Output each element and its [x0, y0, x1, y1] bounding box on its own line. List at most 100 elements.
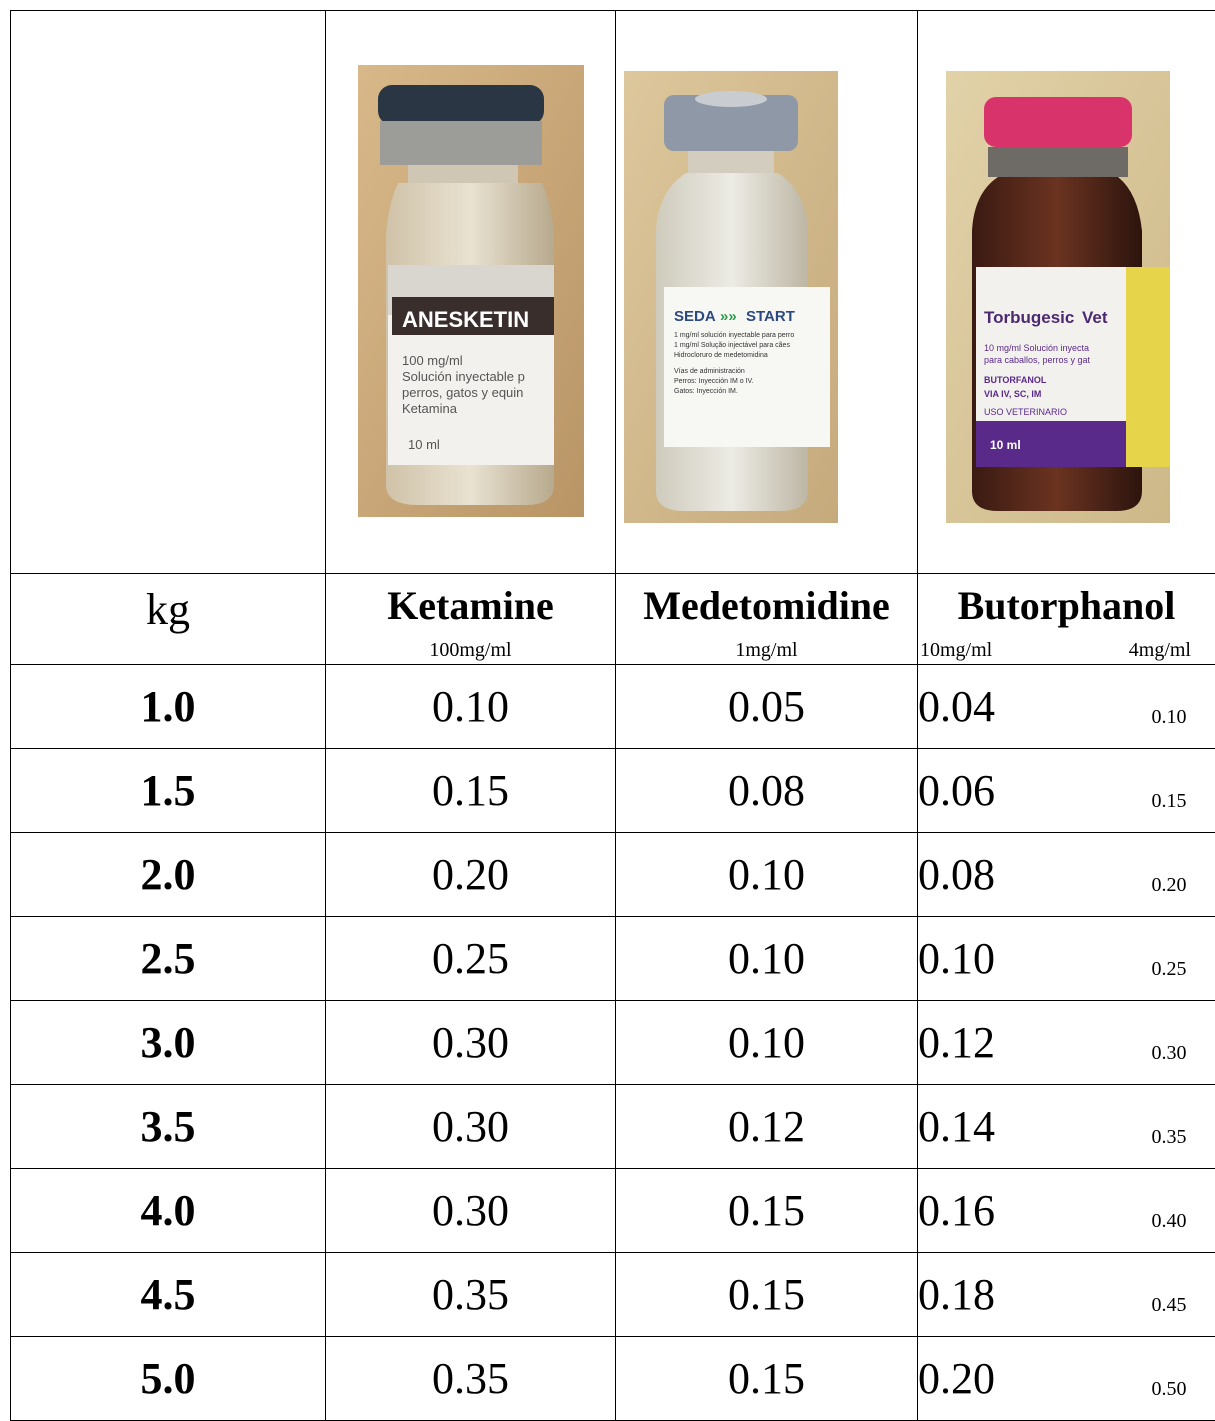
butorphanol-4-dose-cell: 0.15 — [1090, 749, 1215, 833]
butorphanol-10-dose-cell: 0.14 — [918, 1085, 1090, 1169]
svg-text:Hidrocloruro de medetomidina: Hidrocloruro de medetomidina — [674, 352, 768, 359]
butorphanol-photo-cell: Torbugesic Vet 10 mg/ml Solución inyecta… — [918, 11, 1215, 574]
vial-icon: SEDA »» START 1 mg/ml solución inyectabl… — [624, 71, 838, 523]
butorphanol-4-dose-cell: 0.20 — [1090, 833, 1215, 917]
svg-text:perros, gatos y equin: perros, gatos y equin — [402, 385, 523, 400]
butorphanol-10-dose-cell: 0.20 — [918, 1337, 1090, 1421]
dosage-table: ANESKETIN 100 mg/ml Solución inyectable … — [10, 10, 1215, 1421]
ketamine-dose-cell: 0.30 — [326, 1169, 616, 1253]
medetomidine-header-cell: Medetomidine 1mg/ml — [616, 574, 918, 665]
butorphanol-4-dose-cell: 0.45 — [1090, 1253, 1215, 1337]
ketamine-dose-cell: 0.30 — [326, 1085, 616, 1169]
svg-text:START: START — [746, 308, 795, 325]
svg-text:10 ml: 10 ml — [408, 437, 440, 452]
butorphanol-4-dose-cell: 0.35 — [1090, 1085, 1215, 1169]
svg-text:Perros: Inyección IM o IV.: Perros: Inyección IM o IV. — [674, 378, 754, 385]
ketamine-dose-cell: 0.35 — [326, 1253, 616, 1337]
header-row: kg Ketamine 100mg/ml Medetomidine 1mg/ml — [11, 574, 1215, 665]
svg-text:VIA IV, SC, IM: VIA IV, SC, IM — [984, 389, 1041, 399]
ketamine-dose-cell: 0.10 — [326, 665, 616, 749]
butorphanol-10-dose-cell: 0.06 — [918, 749, 1090, 833]
ketamine-dose-cell: 0.20 — [326, 833, 616, 917]
medetomidine-dose-cell: 0.12 — [616, 1085, 918, 1169]
medetomidine-concentration: 1mg/ml — [616, 639, 917, 662]
svg-text:»»: »» — [720, 308, 737, 325]
medetomidine-photo-cell: SEDA »» START 1 mg/ml solución inyectabl… — [616, 11, 918, 574]
butorphanol-10-dose-cell: 0.10 — [918, 917, 1090, 1001]
vial-brand-text: ANESKETIN — [402, 307, 529, 332]
weight-kg-cell: 2.0 — [11, 833, 326, 917]
svg-text:10 ml: 10 ml — [990, 438, 1021, 452]
weight-kg-cell: 3.5 — [11, 1085, 326, 1169]
butorphanol-10-dose-cell: 0.04 — [918, 665, 1090, 749]
svg-text:Gatos: Inyección IM.: Gatos: Inyección IM. — [674, 388, 738, 395]
medetomidine-dose-cell: 0.15 — [616, 1253, 918, 1337]
svg-text:para caballos, perros y gat: para caballos, perros y gat — [984, 355, 1091, 365]
butorphanol-10-dose-cell: 0.18 — [918, 1253, 1090, 1337]
ketamine-photo-cell: ANESKETIN 100 mg/ml Solución inyectable … — [326, 11, 616, 574]
dosage-sheet: ANESKETIN 100 mg/ml Solución inyectable … — [10, 10, 1215, 1216]
ketamine-dose-cell: 0.30 — [326, 1001, 616, 1085]
weight-kg-cell: 1.0 — [11, 665, 326, 749]
medetomidine-dose-cell: 0.08 — [616, 749, 918, 833]
vial-brand-text: Torbugesic — [984, 308, 1074, 327]
weight-kg-cell: 1.5 — [11, 749, 326, 833]
weight-kg-cell: 5.0 — [11, 1337, 326, 1421]
svg-text:Solución inyectable p: Solución inyectable p — [402, 369, 525, 384]
photo-row: ANESKETIN 100 mg/ml Solución inyectable … — [11, 11, 1215, 574]
butorphanol-header-cell: Butorphanol 10mg/ml 4mg/ml — [918, 574, 1215, 665]
svg-text:100 mg/ml: 100 mg/ml — [402, 353, 463, 368]
medetomidine-dose-cell: 0.10 — [616, 1001, 918, 1085]
svg-text:10 mg/ml Solución inyecta: 10 mg/ml Solución inyecta — [984, 343, 1089, 353]
butorphanol-10-dose-cell: 0.16 — [918, 1169, 1090, 1253]
weight-kg-cell: 3.0 — [11, 1001, 326, 1085]
medetomidine-dose-cell: 0.15 — [616, 1337, 918, 1421]
butorphanol-4-dose-cell: 0.30 — [1090, 1001, 1215, 1085]
ketamine-dose-cell: 0.35 — [326, 1337, 616, 1421]
ketamine-dose-cell: 0.15 — [326, 749, 616, 833]
medetomidine-dose-cell: 0.05 — [616, 665, 918, 749]
butorphanol-name: Butorphanol — [918, 574, 1215, 626]
butorphanol-concentration-10: 10mg/ml — [920, 639, 992, 662]
kg-header-cell: kg — [11, 574, 326, 665]
ketamine-header-cell: Ketamine 100mg/ml — [326, 574, 616, 665]
ketamine-concentration: 100mg/ml — [326, 639, 615, 662]
svg-text:1 mg/ml Solução injectável par: 1 mg/ml Solução injectável para cães — [674, 342, 790, 349]
butorphanol-4-dose-cell: 0.50 — [1090, 1337, 1215, 1421]
butorphanol-4-dose-cell: 0.40 — [1090, 1169, 1215, 1253]
weight-kg-cell: 2.5 — [11, 917, 326, 1001]
medetomidine-dose-cell: 0.10 — [616, 833, 918, 917]
empty-corner-cell — [11, 11, 326, 574]
weight-kg-cell: 4.5 — [11, 1253, 326, 1337]
svg-text:Vet: Vet — [1082, 308, 1108, 327]
butorphanol-4-dose-cell: 0.25 — [1090, 917, 1215, 1001]
butorphanol-4-dose-cell: 0.10 — [1090, 665, 1215, 749]
ketamine-dose-cell: 0.25 — [326, 917, 616, 1001]
svg-text:Ketamina: Ketamina — [402, 401, 458, 416]
ketamine-name: Ketamine — [326, 574, 615, 626]
ketamine-vial-image: ANESKETIN 100 mg/ml Solución inyectable … — [358, 65, 584, 517]
vial-icon: ANESKETIN 100 mg/ml Solución inyectable … — [358, 65, 584, 517]
butorphanol-10-dose-cell: 0.12 — [918, 1001, 1090, 1085]
svg-text:BUTORFANOL: BUTORFANOL — [984, 375, 1047, 385]
vial-icon: Torbugesic Vet 10 mg/ml Solución inyecta… — [946, 71, 1170, 523]
medetomidine-dose-cell: 0.10 — [616, 917, 918, 1001]
butorphanol-vial-image: Torbugesic Vet 10 mg/ml Solución inyecta… — [946, 71, 1170, 523]
svg-text:1 mg/ml solución inyectable pa: 1 mg/ml solución inyectable para perro — [674, 332, 794, 339]
medetomidine-dose-cell: 0.15 — [616, 1169, 918, 1253]
medetomidine-vial-image: SEDA »» START 1 mg/ml solución inyectabl… — [624, 71, 838, 523]
butorphanol-10-dose-cell: 0.08 — [918, 833, 1090, 917]
weight-kg-cell: 4.0 — [11, 1169, 326, 1253]
svg-text:Vías de administración: Vías de administración — [674, 368, 745, 375]
kg-header: kg — [11, 574, 325, 632]
